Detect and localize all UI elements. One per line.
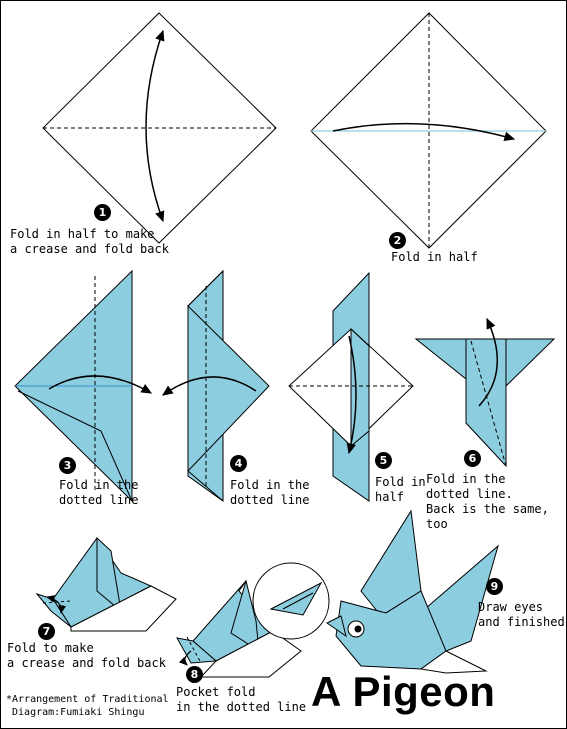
fold-back-arrow (46, 595, 67, 614)
credit-line-2: Diagram:Fumiaki Shingu (6, 707, 145, 718)
beak (326, 615, 347, 638)
step-1-figure (42, 12, 277, 244)
step-7-figure (35, 536, 177, 632)
step-3-number: 3 (59, 457, 76, 474)
page-title: A Pigeon (311, 668, 496, 715)
step-3-figure (14, 269, 153, 503)
step-1-caption: Fold in half to make a crease and fold b… (10, 227, 169, 256)
step-5-caption: Fold in half (375, 475, 426, 504)
fold-arrow (162, 376, 257, 396)
step-7-caption: Fold to make a crease and fold back (7, 641, 166, 670)
head (176, 637, 218, 664)
dotted-fold-line (470, 340, 507, 467)
step-9-figure (326, 509, 499, 674)
eye-pupil (354, 625, 362, 633)
step-9-number: 9 (486, 578, 503, 595)
step-3-caption: Fold in the dotted line (59, 478, 139, 507)
step-2-figure (310, 12, 547, 249)
step-4-figure (162, 269, 270, 502)
step-2-caption: Fold in half (391, 250, 478, 264)
tail-white (419, 650, 488, 674)
step-9-caption: Draw eyes and finished (478, 600, 565, 629)
pocket-arrow (178, 650, 192, 666)
step-7-number: 7 (38, 623, 55, 640)
step-2-number: 2 (389, 232, 406, 249)
fold-arrow (478, 317, 498, 407)
tail-white (70, 585, 177, 632)
dotted-fold-line (186, 636, 202, 664)
step-6-figure (414, 317, 556, 468)
step-8-figure (176, 562, 330, 678)
credit-line-1: *Arrangement of Traditional (6, 694, 169, 705)
detail-head (269, 581, 323, 616)
step-8-number: 8 (186, 666, 203, 683)
edge-line (17, 390, 133, 502)
fold-arrow (346, 335, 357, 455)
folded-shape (414, 338, 556, 468)
tail-white (199, 630, 302, 678)
step-6-number: 6 (464, 450, 481, 467)
step-4-number: 4 (230, 455, 247, 472)
step-4-caption: Fold in the dotted line (230, 478, 310, 507)
step-6-caption: Fold in the dotted line. Back is the sam… (426, 472, 549, 531)
step-8-caption: Pocket fold in the dotted line (176, 685, 307, 714)
step-1-number: 1 (94, 204, 111, 221)
fold-arrow (48, 375, 153, 394)
triangle-paper (187, 304, 270, 473)
step-5-number: 5 (375, 452, 392, 469)
step-5-figure (288, 271, 414, 502)
fold-arrow (332, 122, 516, 142)
fold-back-arrow (145, 29, 165, 223)
